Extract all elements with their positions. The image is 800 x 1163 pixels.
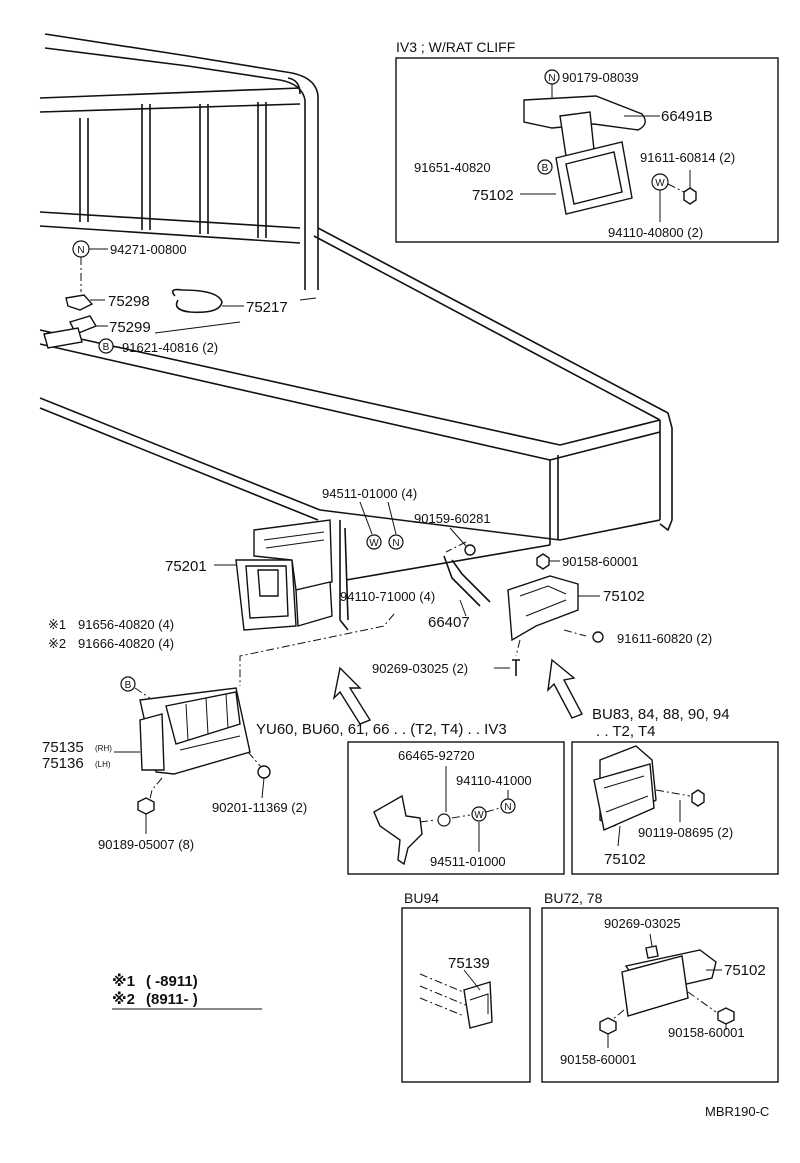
label-91621: 91621-40816 (2) [122, 340, 218, 355]
label-90119: 90119-08695 (2) [638, 825, 733, 840]
label-75135: 75135 [42, 739, 84, 756]
yu-marker-w: W [474, 810, 484, 821]
label-75102-main: 75102 [603, 588, 645, 605]
label-90189: 90189-05007 (8) [98, 837, 194, 852]
label-90158-bu72-left: 90158-60001 [560, 1052, 637, 1067]
iv3-marker-w: W [655, 178, 665, 189]
label-75136: 75136 [42, 755, 84, 772]
label-75136-side: (LH) [95, 760, 111, 769]
label-75139: 75139 [448, 955, 490, 972]
truck-bed-illustration [39, 33, 673, 631]
label-91656: 91656-40820 (4) [78, 617, 174, 632]
inset-iv3-heading: IV3 ; W/RAT CLIFF [396, 39, 515, 55]
label-66491b: 66491B [661, 108, 713, 125]
legend-mark-2: ※2 [112, 990, 135, 1008]
label-90158-bu72-right: 90158-60001 [668, 1025, 745, 1040]
label-75299: 75299 [109, 319, 151, 336]
applicability-bu83-line1: BU83, 84, 88, 90, 94 [592, 706, 730, 723]
label-90201: 90201-11369 (2) [212, 800, 307, 815]
label-75298: 75298 [108, 293, 150, 310]
main-parts: N 94271-00800 75298 75217 75299 B 91621-… [42, 240, 730, 852]
label-75102-bu72: 75102 [724, 962, 766, 979]
legend-text-2: (8911- ) [146, 991, 198, 1008]
legend-mark-1: ※1 [112, 972, 135, 990]
iv3-marker-b: B [542, 163, 549, 174]
diagram-code: MBR190-C [705, 1104, 769, 1119]
note1-mark: ※1 [48, 617, 66, 632]
label-75102-iv3: 75102 [472, 187, 514, 204]
label-75217: 75217 [246, 299, 288, 316]
label-75102-bu83: 75102 [604, 851, 646, 868]
inset-bu72-heading: BU72, 78 [544, 890, 603, 906]
label-91611-60820: 91611-60820 (2) [617, 631, 712, 646]
label-75135-side: (RH) [95, 744, 112, 753]
inset-bu72: BU72, 78 90269-03025 75102 90158-60001 9… [541, 890, 779, 1083]
label-66465: 66465-92720 [398, 748, 475, 763]
applicability-bu83-line2: . . T2, T4 [596, 723, 655, 740]
label-90269: 90269-03025 (2) [372, 661, 468, 676]
legend-text-1: ( -8911) [146, 973, 198, 990]
label-90269-bu72: 90269-03025 [604, 916, 681, 931]
label-91651: 91651-40820 [414, 160, 491, 175]
label-66407: 66407 [428, 614, 470, 631]
label-90179: 90179-08039 [562, 70, 639, 85]
inset-bu94: BU94 75139 [401, 890, 531, 1083]
applicability-yu: YU60, BU60, 61, 66 . . (T2, T4) . . IV3 [256, 721, 507, 738]
label-90159: 90159-60281 [414, 511, 491, 526]
inset-yu: 66465-92720 94110-41000 W N 94511-01000 [347, 741, 565, 875]
label-94110-71000: 94110-71000 (4) [340, 589, 435, 604]
label-94110-41000: 94110-41000 [456, 773, 532, 788]
label-91666: 91666-40820 (4) [78, 636, 174, 651]
label-94511: 94511-01000 (4) [322, 486, 417, 501]
label-94271: 94271-00800 [110, 242, 187, 257]
inset-bu94-heading: BU94 [404, 890, 439, 906]
note2-mark: ※2 [48, 636, 66, 651]
svg-text:N: N [77, 245, 84, 256]
yu-marker-n: N [504, 802, 511, 813]
svg-text:N: N [392, 538, 399, 549]
label-75201: 75201 [165, 558, 207, 575]
svg-text:B: B [125, 680, 132, 691]
label-91611-60814: 91611-60814 (2) [640, 150, 735, 165]
label-90158: 90158-60001 [562, 554, 639, 569]
label-94511-01000: 94511-01000 [430, 854, 506, 869]
svg-text:W: W [369, 538, 379, 549]
iv3-marker-n: N [548, 73, 555, 84]
svg-text:B: B [103, 342, 110, 353]
inset-bu83: 90119-08695 (2) 75102 [571, 741, 779, 875]
date-legend: ※1 ( -8911) ※2 (8911- ) [112, 972, 262, 1010]
inset-iv3: IV3 ; W/RAT CLIFF N 90179-08039 66491B 7… [395, 39, 779, 243]
label-94110-40800: 94110-40800 (2) [608, 225, 703, 240]
